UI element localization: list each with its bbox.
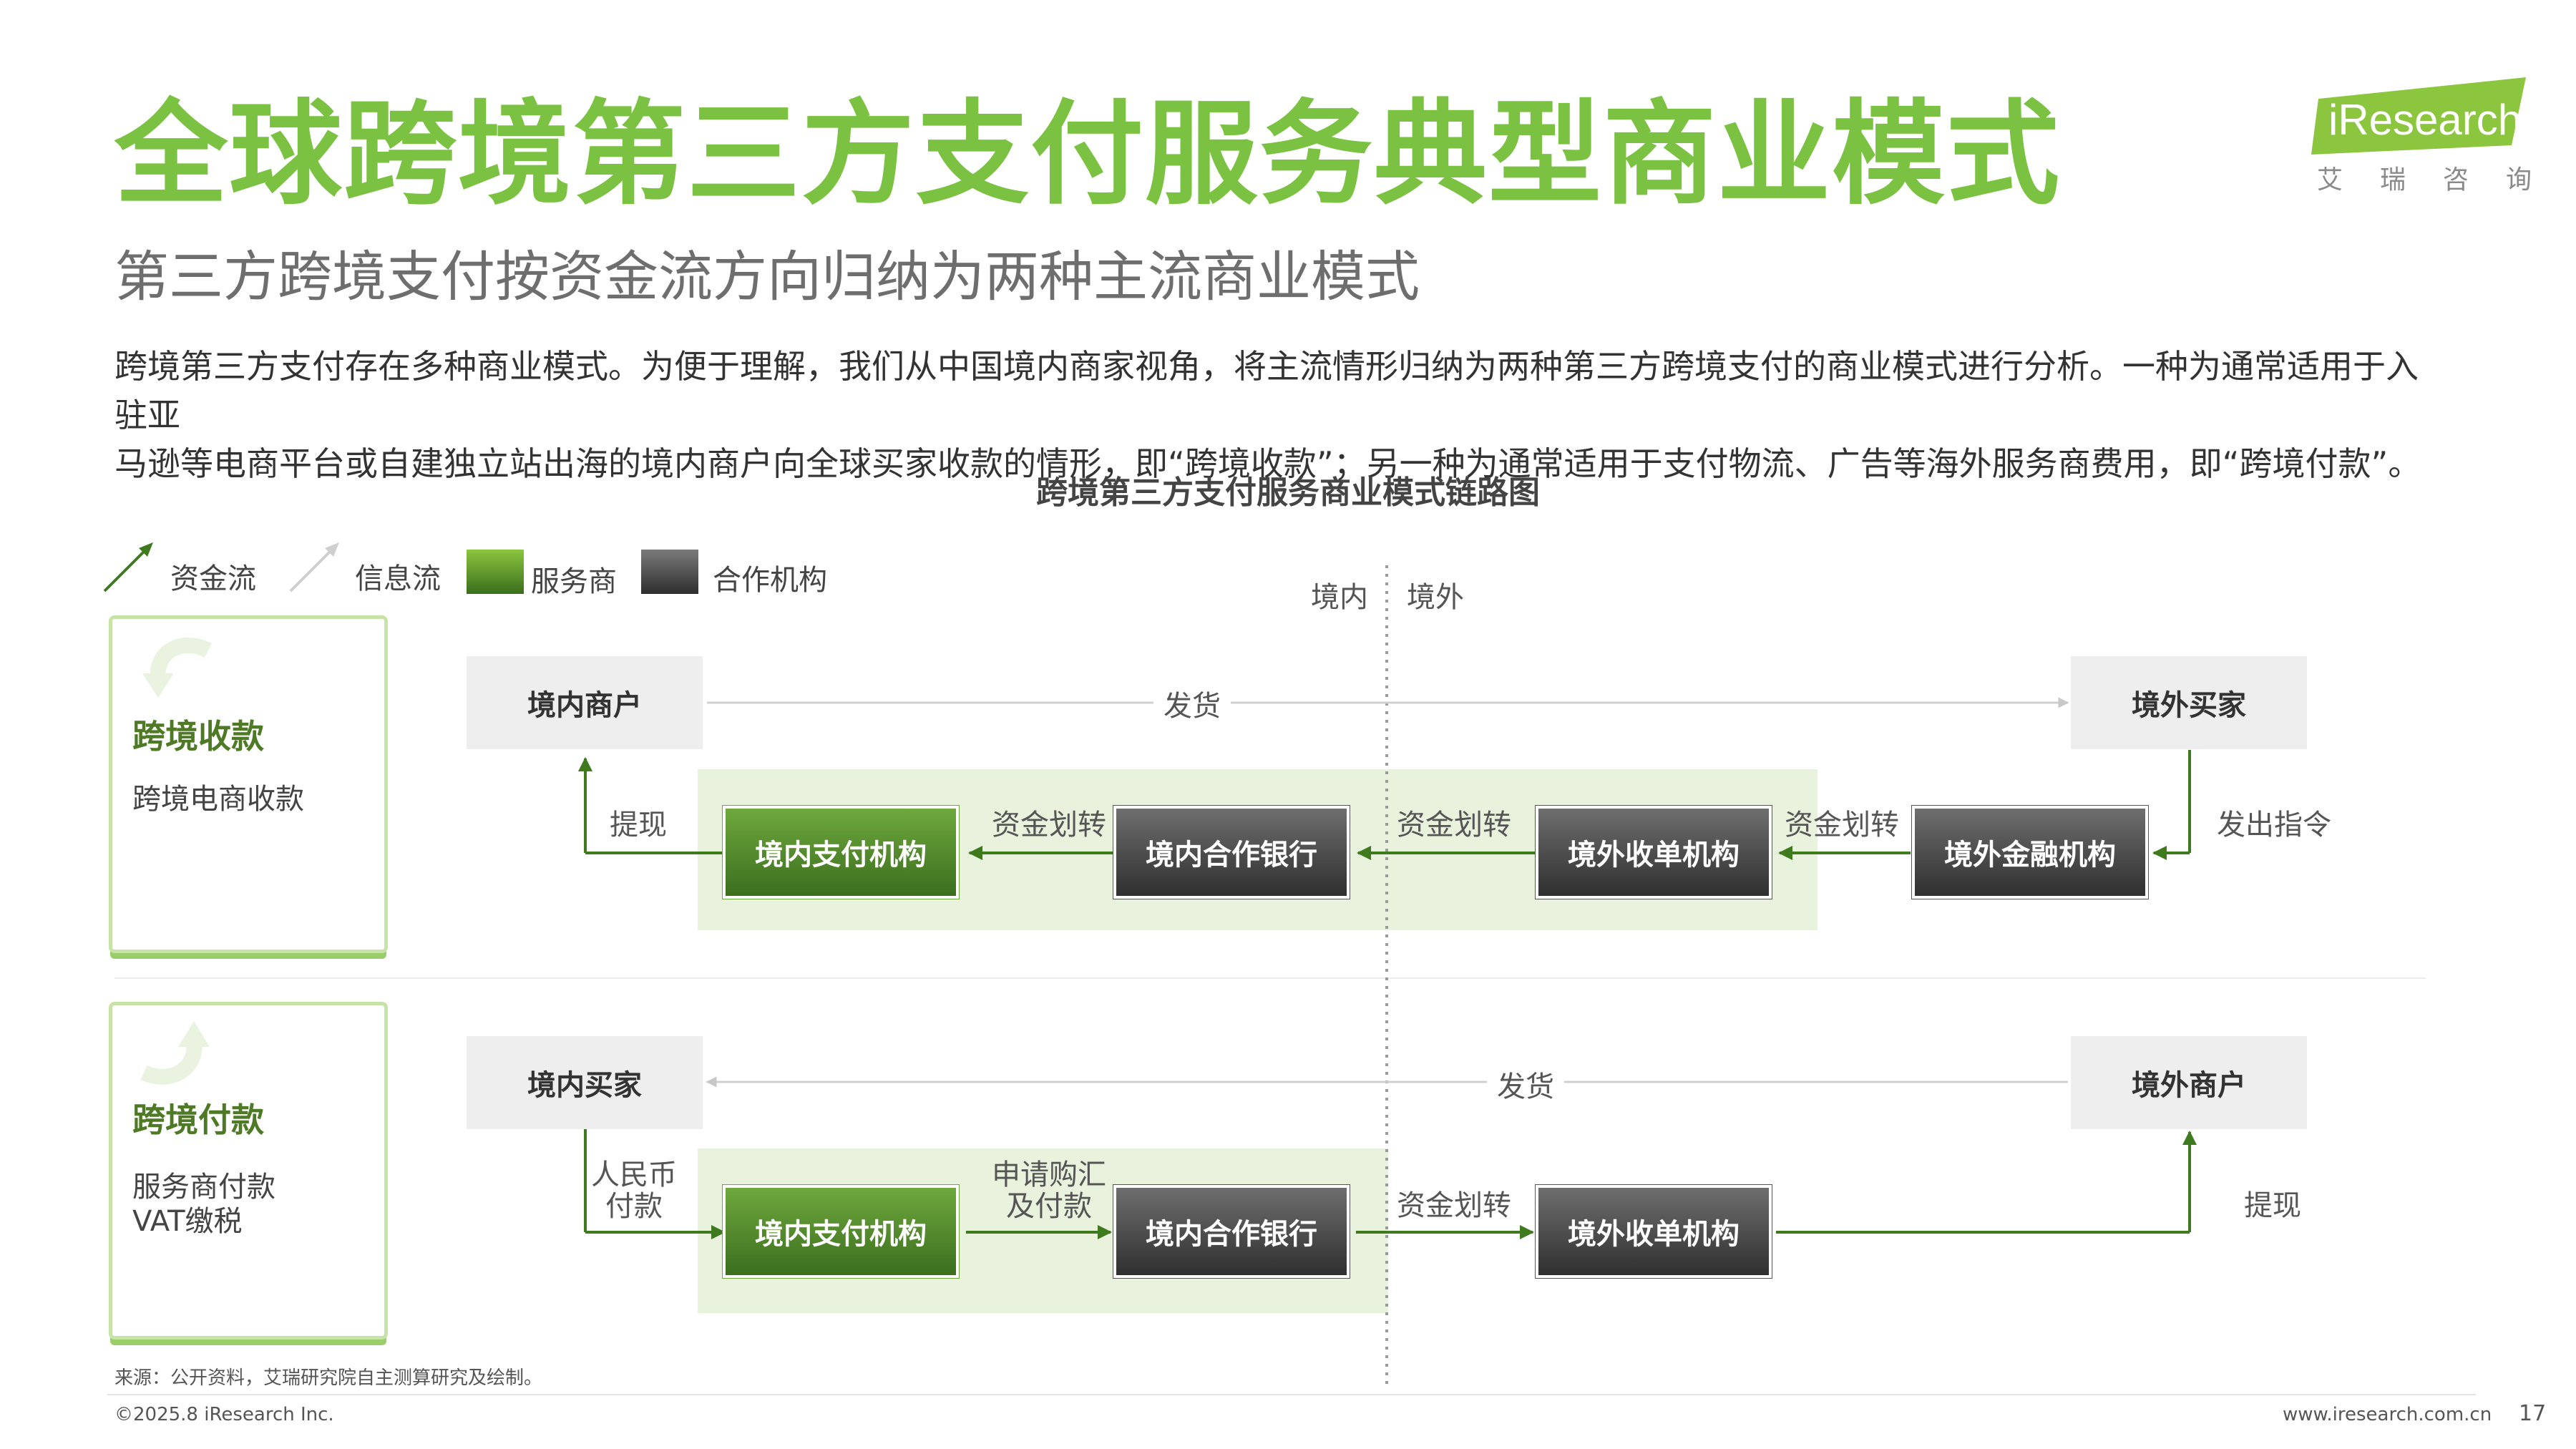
domestic-merchant-node: 境内商户 [467, 656, 703, 749]
collection-withdraw-label: 提现 [610, 809, 667, 841]
logo-chinese-name: 艾瑞咨询 [2317, 165, 2532, 195]
footer-divider [107, 1394, 2476, 1395]
forward-arrow-icon [140, 1021, 210, 1085]
overseas-merchant-node: 境外商户 [2071, 1036, 2307, 1129]
payment-mode-card: 跨境付款 服务商付款 VAT缴税 [109, 1002, 388, 1340]
overseas-buyer-node: 境外买家 [2071, 656, 2307, 749]
iresearch-logo: iResearch [2311, 77, 2533, 156]
payment-domestic-partner-bank: 境内合作银行 [1113, 1184, 1350, 1279]
source-note: 来源：公开资料，艾瑞研究院自主测算研究及绘制。 [114, 1367, 543, 1389]
legend-info-flow: 信息流 [355, 562, 441, 595]
collection-domestic-payment-institution: 境内支付机构 [722, 805, 960, 899]
return-arrow-icon [142, 637, 212, 698]
website-url: www.iresearch.com.cn [2283, 1404, 2492, 1425]
collection-mode-title: 跨境收款 [132, 717, 264, 756]
diagram-title: 跨境第三方支付服务商业模式链路图 [1036, 474, 1540, 511]
payment-overseas-acquirer: 境外收单机构 [1535, 1184, 1772, 1279]
money-flow-legend-icon [103, 542, 153, 592]
payment-apply-label: 申请购汇 及付款 [992, 1158, 1106, 1223]
copyright: ©2025.8 iResearch Inc. [114, 1404, 334, 1425]
svg-text:iResearch: iResearch [2328, 96, 2522, 144]
partner-swatch [641, 550, 698, 594]
legend-money-flow: 资金流 [170, 562, 256, 595]
overseas-label: 境外 [1407, 581, 1464, 614]
collection-transfer-label-3: 资金划转 [1785, 809, 1899, 841]
page-subtitle: 第三方跨境支付按资金流方向归纳为两种主流商业模式 [114, 245, 1420, 308]
payment-withdraw-label: 提现 [2244, 1189, 2301, 1222]
collection-mode-subtitle: 跨境电商收款 [132, 783, 304, 816]
payment-rmb-label: 人民币 付款 [591, 1158, 677, 1223]
collection-overseas-acquirer: 境外收单机构 [1535, 805, 1772, 899]
payment-mode-subtitle-1: 服务商付款 [132, 1171, 275, 1204]
collection-ship-label: 发货 [1153, 683, 1231, 724]
legend-partner: 合作机构 [713, 564, 827, 597]
payment-mode-title: 跨境付款 [132, 1101, 264, 1139]
payment-domestic-payment-institution: 境内支付机构 [722, 1184, 960, 1279]
page-number: 17 [2519, 1401, 2547, 1426]
legend-service-provider: 服务商 [531, 565, 617, 598]
page-title: 全球跨境第三方支付服务典型商业模式 [114, 89, 2061, 220]
collection-domestic-partner-bank: 境内合作银行 [1113, 805, 1350, 899]
domestic-label: 境内 [1311, 581, 1368, 614]
payment-transfer-label: 资金划转 [1397, 1189, 1511, 1222]
collection-mode-card: 跨境收款 跨境电商收款 [109, 615, 388, 953]
collection-transfer-label-1: 资金划转 [992, 809, 1106, 841]
collection-instruct-label: 发出指令 [2217, 809, 2331, 841]
domestic-buyer-node: 境内买家 [467, 1036, 703, 1129]
intro-paragraph: 跨境第三方支付存在多种商业模式。为便于理解，我们从中国境内商家视角，将主流情形归… [114, 347, 2421, 483]
service-provider-swatch [467, 550, 524, 594]
payment-ship-label: 发货 [1487, 1063, 1564, 1105]
payment-mode-subtitle-2: VAT缴税 [132, 1205, 243, 1238]
section-divider [114, 977, 2426, 979]
overseas-financial-institution: 境外金融机构 [1911, 805, 2149, 899]
info-flow-legend-icon [289, 542, 339, 592]
collection-transfer-label-2: 资金划转 [1397, 809, 1511, 841]
